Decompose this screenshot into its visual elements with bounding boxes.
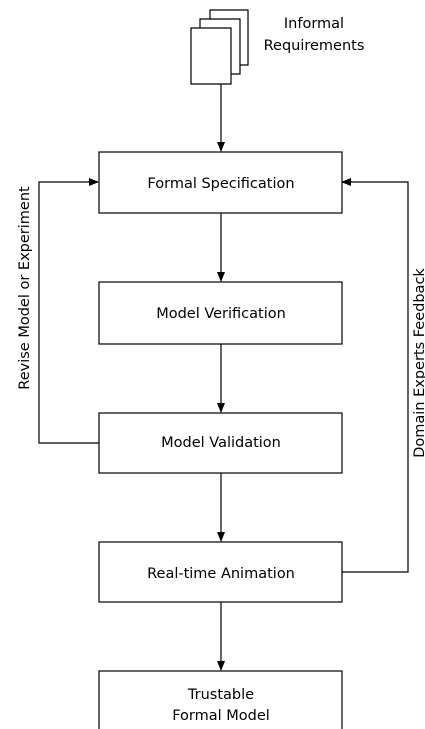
domain-experts-feedback-label: Domain Experts Feedback [412,268,425,458]
model-validation-label: Model Validation [161,435,281,451]
realtime-animation-box: Real-time Animation [98,541,343,603]
formal-specification-label: Formal Specification [147,176,294,192]
feedback-arrow-domain-experts [341,178,409,573]
formal-specification-box: Formal Specification [98,151,343,214]
realtime-animation-label: Real-time Animation [147,566,295,582]
document-stack-icon [190,9,249,85]
trustable-formal-model-box: Trustable Formal Model [98,670,343,729]
model-verification-box: Model Verification [98,281,343,345]
model-verification-label: Model Verification [156,306,286,322]
revise-model-label: Revise Model or Experiment [17,186,33,390]
informal-requirements-label-line1: Informal [284,16,344,32]
informal-requirements-label-line2: Requirements [264,38,365,54]
model-validation-box: Model Validation [98,412,343,474]
informal-requirements-node: Informal Requirements [190,9,365,85]
trustable-formal-model-label-line2: Formal Model [172,708,270,724]
trustable-formal-model-label-line1: Trustable [187,687,254,703]
feedback-arrow-revise [38,178,99,444]
